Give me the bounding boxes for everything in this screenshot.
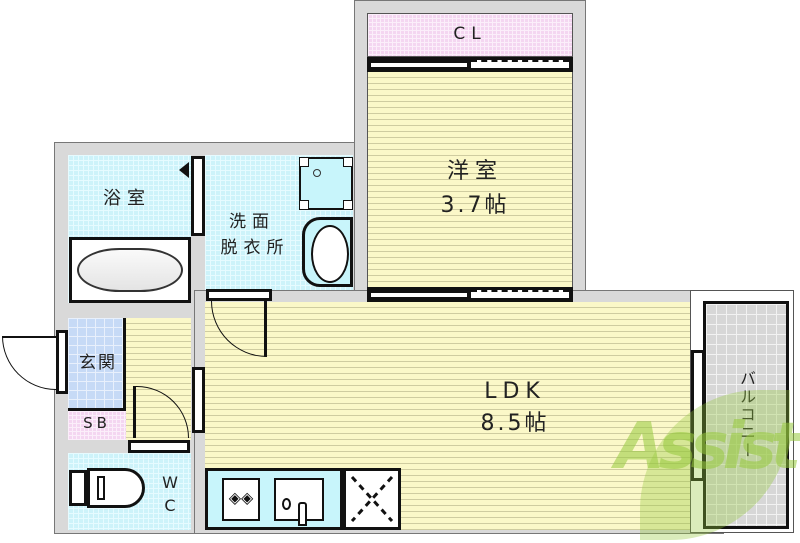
bathtub-icon <box>69 237 191 303</box>
balcony-label: バルコニー <box>737 370 756 460</box>
bathroom-door-handle-icon <box>179 162 189 178</box>
toilet-label-line1: W <box>162 473 178 492</box>
western-room-sliding-door[interactable] <box>367 287 573 302</box>
washroom-label-line1: 洗面 <box>229 212 275 232</box>
stove-icon: ◈◈ <box>222 478 260 521</box>
closet-label: CL <box>453 24 487 44</box>
bathroom-door[interactable] <box>191 156 205 236</box>
washroom-label-line2: 脱衣所 <box>220 238 290 258</box>
bathroom-label: 浴室 <box>103 188 151 209</box>
shoe-box-label: SB <box>83 414 111 432</box>
kitchen-counter: ◈◈ <box>205 468 343 530</box>
refrigerator-space-icon <box>343 468 401 530</box>
closet-area <box>367 13 573 57</box>
toilet-icon <box>69 468 145 510</box>
closet-sliding-door[interactable] <box>367 57 573 72</box>
sink-icon <box>274 478 324 526</box>
entrance-door-swing <box>2 336 56 390</box>
entrance-label: 玄関 <box>79 353 117 373</box>
balcony-sliding-window[interactable] <box>691 350 705 481</box>
toilet-label-line2: C <box>164 496 176 515</box>
western-room-size: 3.7帖 <box>440 193 510 218</box>
western-room-name: 洋室 <box>446 159 503 184</box>
shoe-box-area <box>68 408 126 440</box>
western-room-floor <box>367 72 573 287</box>
washbasin-icon <box>302 217 353 287</box>
entrance-door[interactable] <box>56 330 68 394</box>
washing-machine-icon <box>299 157 353 210</box>
ldk-name: LDK <box>484 379 546 404</box>
ldk-size: 8.5帖 <box>480 411 550 436</box>
watermark-text: Assist <box>615 410 800 484</box>
ldk-door[interactable] <box>192 367 205 433</box>
toilet-door[interactable] <box>128 440 190 453</box>
washroom-door[interactable] <box>206 289 272 301</box>
balcony-floor <box>703 301 789 529</box>
entrance-floor <box>68 318 126 408</box>
